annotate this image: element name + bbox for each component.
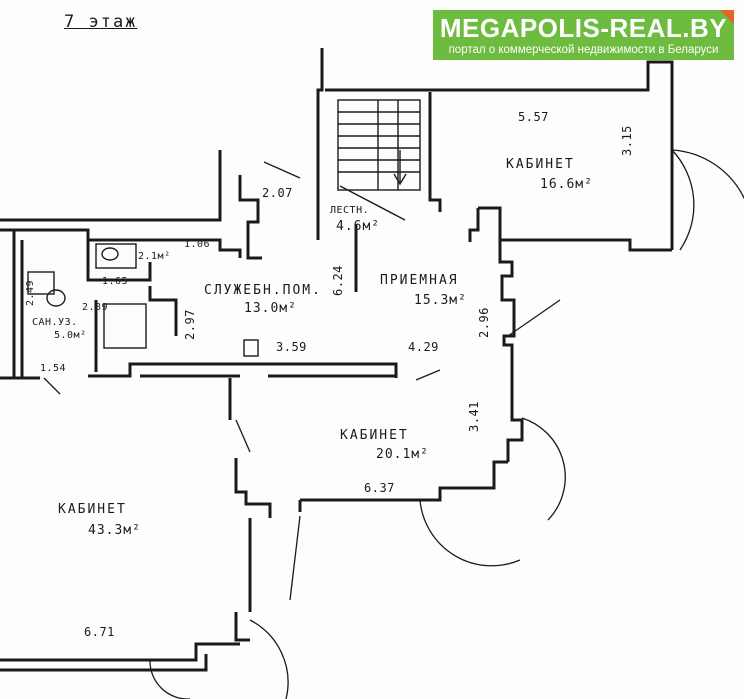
door-leaf-bath [43,377,61,395]
room-stairs-name: ЛЕСТН. [330,205,370,216]
bay-arc-top-outer [671,149,744,200]
room-service-name: СЛУЖЕБН.ПОМ. [204,283,322,298]
bay-arc-top [671,149,695,251]
fixtures [27,243,259,357]
banner-title: MEGAPOLIS-REAL.BY [439,13,728,43]
banner-subtitle: портал о коммерческой недвижимости в Бел… [448,44,719,56]
bay-arc-middle-lower [419,499,521,567]
staircase [337,99,421,221]
shower-box [103,303,147,349]
riser-box [243,339,259,357]
office-top-lower-wall [478,206,672,252]
dimension-2-89: 2.89 [82,302,109,313]
stair-right-wall [428,92,442,212]
room-bathroom-area: 5.0м² [54,330,87,341]
room-office-top-area: 16.6м² [540,177,593,192]
room-office-middle-area: 20.1м² [376,447,429,462]
bath-toilet-icon [46,289,66,307]
service-top-jamb [238,175,262,260]
stair-outline [337,99,421,191]
site-banner[interactable]: MEGAPOLIS-REAL.BY портал о коммерческой … [433,10,734,60]
stair-leader [339,185,406,221]
room-reception-area: 15.3м² [414,293,467,308]
room-office-large-name: КАБИНЕТ [58,502,127,517]
bay-arc-bottom [249,619,289,699]
dimension-1-06: 1.06 [184,239,211,250]
bottom-wall-inner [0,654,208,672]
dimension-6-24: 6.24 [331,265,345,296]
dimension-2-07: 2.07 [262,186,293,200]
dimension-2-96: 2.96 [477,307,491,338]
wc-box [95,243,137,269]
reception-right-wall [498,240,524,462]
bay-arc-middle [521,417,566,521]
dimension-2-97: 2.97 [183,309,197,340]
stair-steps [338,111,420,173]
room-wc-area: 2.1м² [138,251,171,262]
floor-title: 7 этаж [64,12,138,32]
room-office-large-area: 43.3м² [88,523,141,538]
stair-left-wall [316,48,324,240]
wc-right-wall [148,286,178,336]
dimension-3-59: 3.59 [276,340,307,354]
office-top-jamb [468,208,480,242]
door-swings [43,149,744,699]
dimension-4-29: 4.29 [408,340,439,354]
wc-top-wall [0,228,242,258]
dimension-6-37: 6.37 [364,481,395,495]
door-leaf-service [263,161,301,179]
toilet-icon [101,247,119,261]
door-leaf-corridor [235,419,251,453]
central-wall [0,362,398,380]
office-middle-lower-wall [300,460,508,502]
room-office-middle-name: КАБИНЕТ [340,428,409,443]
room-bathroom-name: САН.УЗ. [32,317,78,328]
dimension-2-49: 2.49 [25,279,36,306]
bottom-wall [0,642,240,662]
stair-stringers [377,100,399,190]
corridor-top-wall [0,150,222,222]
dimension-6-71: 6.71 [84,625,115,639]
door-leaf-large-office [289,515,301,601]
room-stairs-area: 4.6м² [336,219,381,234]
wc-lower-wall [86,240,152,282]
large-office-jamb [234,458,272,518]
top-wall [325,60,674,250]
dimension-5-57: 5.57 [518,110,549,124]
dimension-1-65: 1.65 [102,276,129,287]
dimension-3-15: 3.15 [620,125,634,156]
door-leaf-reception [507,299,561,337]
dimension-3-41: 3.41 [467,401,481,432]
bay-arc-corner [149,659,190,699]
large-office-corner [234,612,250,642]
bath-sink-box [27,271,55,295]
stair-arrow [393,150,407,186]
banner-corner-flag-icon [720,10,734,24]
room-service-area: 13.0м² [244,301,297,316]
room-reception-name: ПРИЕМНАЯ [380,273,459,288]
door-leaf-middle [415,369,441,381]
dimension-1-54: 1.54 [40,363,67,374]
room-office-top-name: КАБИНЕТ [506,157,575,172]
walls [0,48,674,672]
